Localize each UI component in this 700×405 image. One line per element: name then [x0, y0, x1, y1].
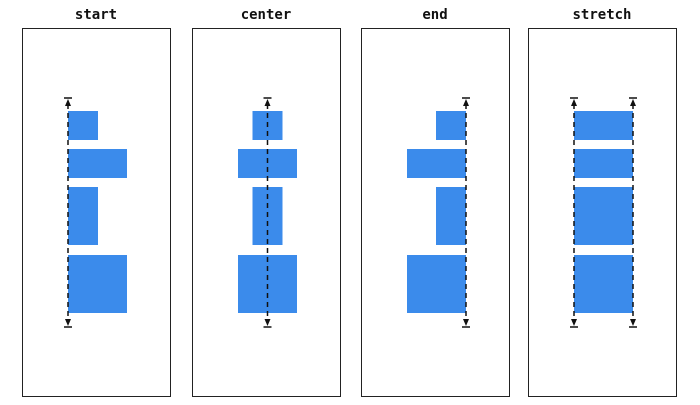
panel-title: end	[422, 7, 447, 23]
guide-down-arrow	[65, 319, 71, 326]
item-1	[68, 111, 98, 140]
start-guide	[64, 97, 72, 328]
end-guide	[629, 97, 637, 328]
item-3	[68, 187, 98, 245]
item-4	[68, 255, 127, 313]
guide-up-arrow	[65, 99, 71, 106]
guide-up-arrow	[630, 99, 636, 106]
panel-start: start	[22, 7, 171, 397]
item-3	[436, 187, 466, 245]
item-3	[574, 187, 633, 245]
end-guide	[462, 97, 470, 328]
item-4	[574, 255, 633, 313]
center-guide	[263, 97, 272, 328]
panel-title: stretch	[572, 7, 631, 23]
item-2	[574, 149, 633, 178]
guide-up-arrow	[571, 99, 577, 106]
guide-up-arrow	[463, 99, 469, 106]
item-1	[574, 111, 633, 140]
guide-up-arrow	[264, 99, 271, 106]
panel-stretch: stretch	[528, 7, 677, 397]
panel-title: center	[241, 7, 292, 23]
start-guide	[570, 97, 578, 328]
panels-layer: start center end stretch	[22, 7, 677, 397]
panel-end: end	[361, 7, 510, 397]
item-1	[436, 111, 466, 140]
item-2	[68, 149, 127, 178]
panel-title: start	[75, 7, 117, 23]
guide-down-arrow	[571, 319, 577, 326]
item-2	[407, 149, 466, 178]
guide-down-arrow	[630, 319, 636, 326]
item-4	[407, 255, 466, 313]
panel-frame	[361, 28, 510, 397]
panel-center: center	[192, 7, 341, 397]
guide-down-arrow	[264, 319, 271, 326]
guide-down-arrow	[463, 319, 469, 326]
